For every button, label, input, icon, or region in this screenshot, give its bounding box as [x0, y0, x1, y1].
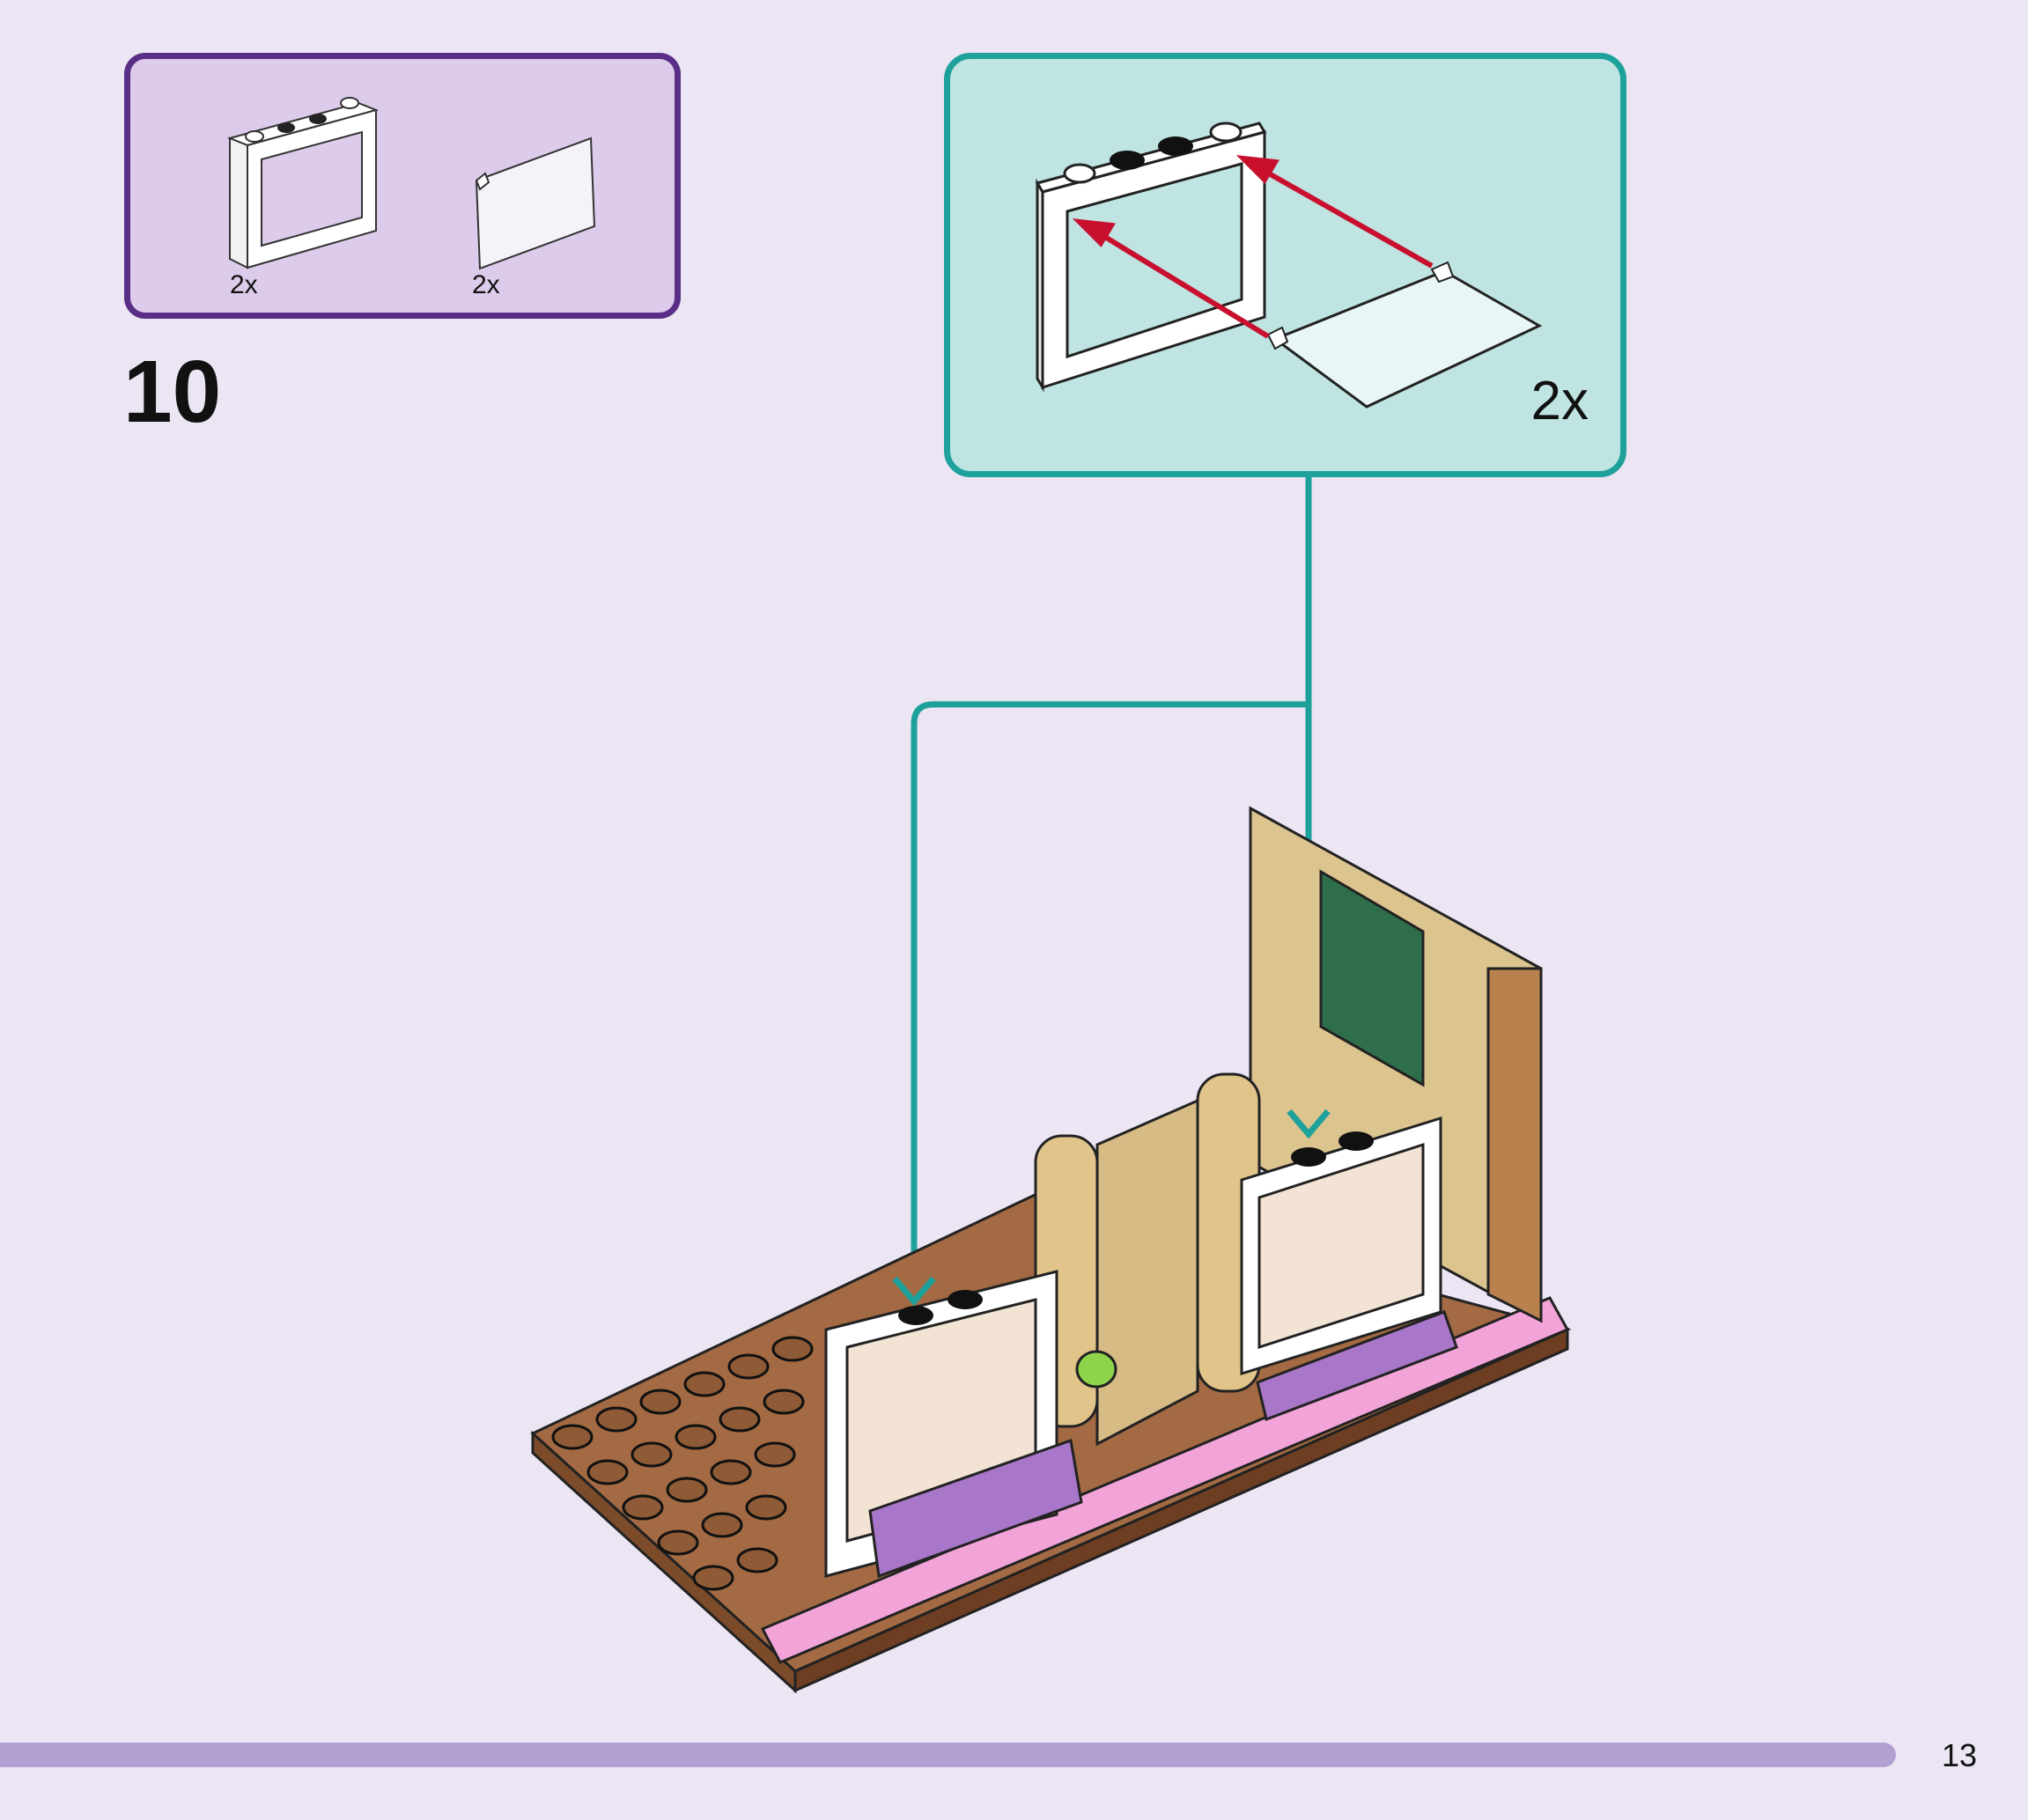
window-glass-part: [475, 136, 596, 270]
parts-list-illustration: [226, 97, 596, 270]
callout-quantity: 2x: [1530, 371, 1589, 431]
sub-assembly-illustration: [1035, 122, 1543, 409]
parts-quantity-glass: 2x: [472, 270, 500, 299]
green-round-tile: [1075, 1350, 1117, 1389]
callout-window-glass: [1266, 261, 1543, 409]
parts-list-box: 2x 2x: [124, 53, 681, 319]
pillars: [1034, 1072, 1261, 1447]
left-window: [824, 1270, 1083, 1579]
page-number: 13: [1942, 1737, 1978, 1773]
sub-assembly-callout: 2x: [944, 53, 1626, 477]
window-frame-part: [226, 97, 380, 269]
step-number: 10: [123, 343, 222, 441]
parts-quantity-frame: 2x: [230, 270, 258, 299]
progress-bar: [0, 1743, 1896, 1767]
main-assembly-illustration: [530, 477, 1572, 1694]
callout-window-frame: [1035, 122, 1267, 393]
insert-arrows: [1072, 155, 1434, 339]
plate-studs: [551, 1336, 814, 1591]
right-window: [1240, 1116, 1458, 1422]
placement-arrowheads: [892, 1109, 1331, 1307]
